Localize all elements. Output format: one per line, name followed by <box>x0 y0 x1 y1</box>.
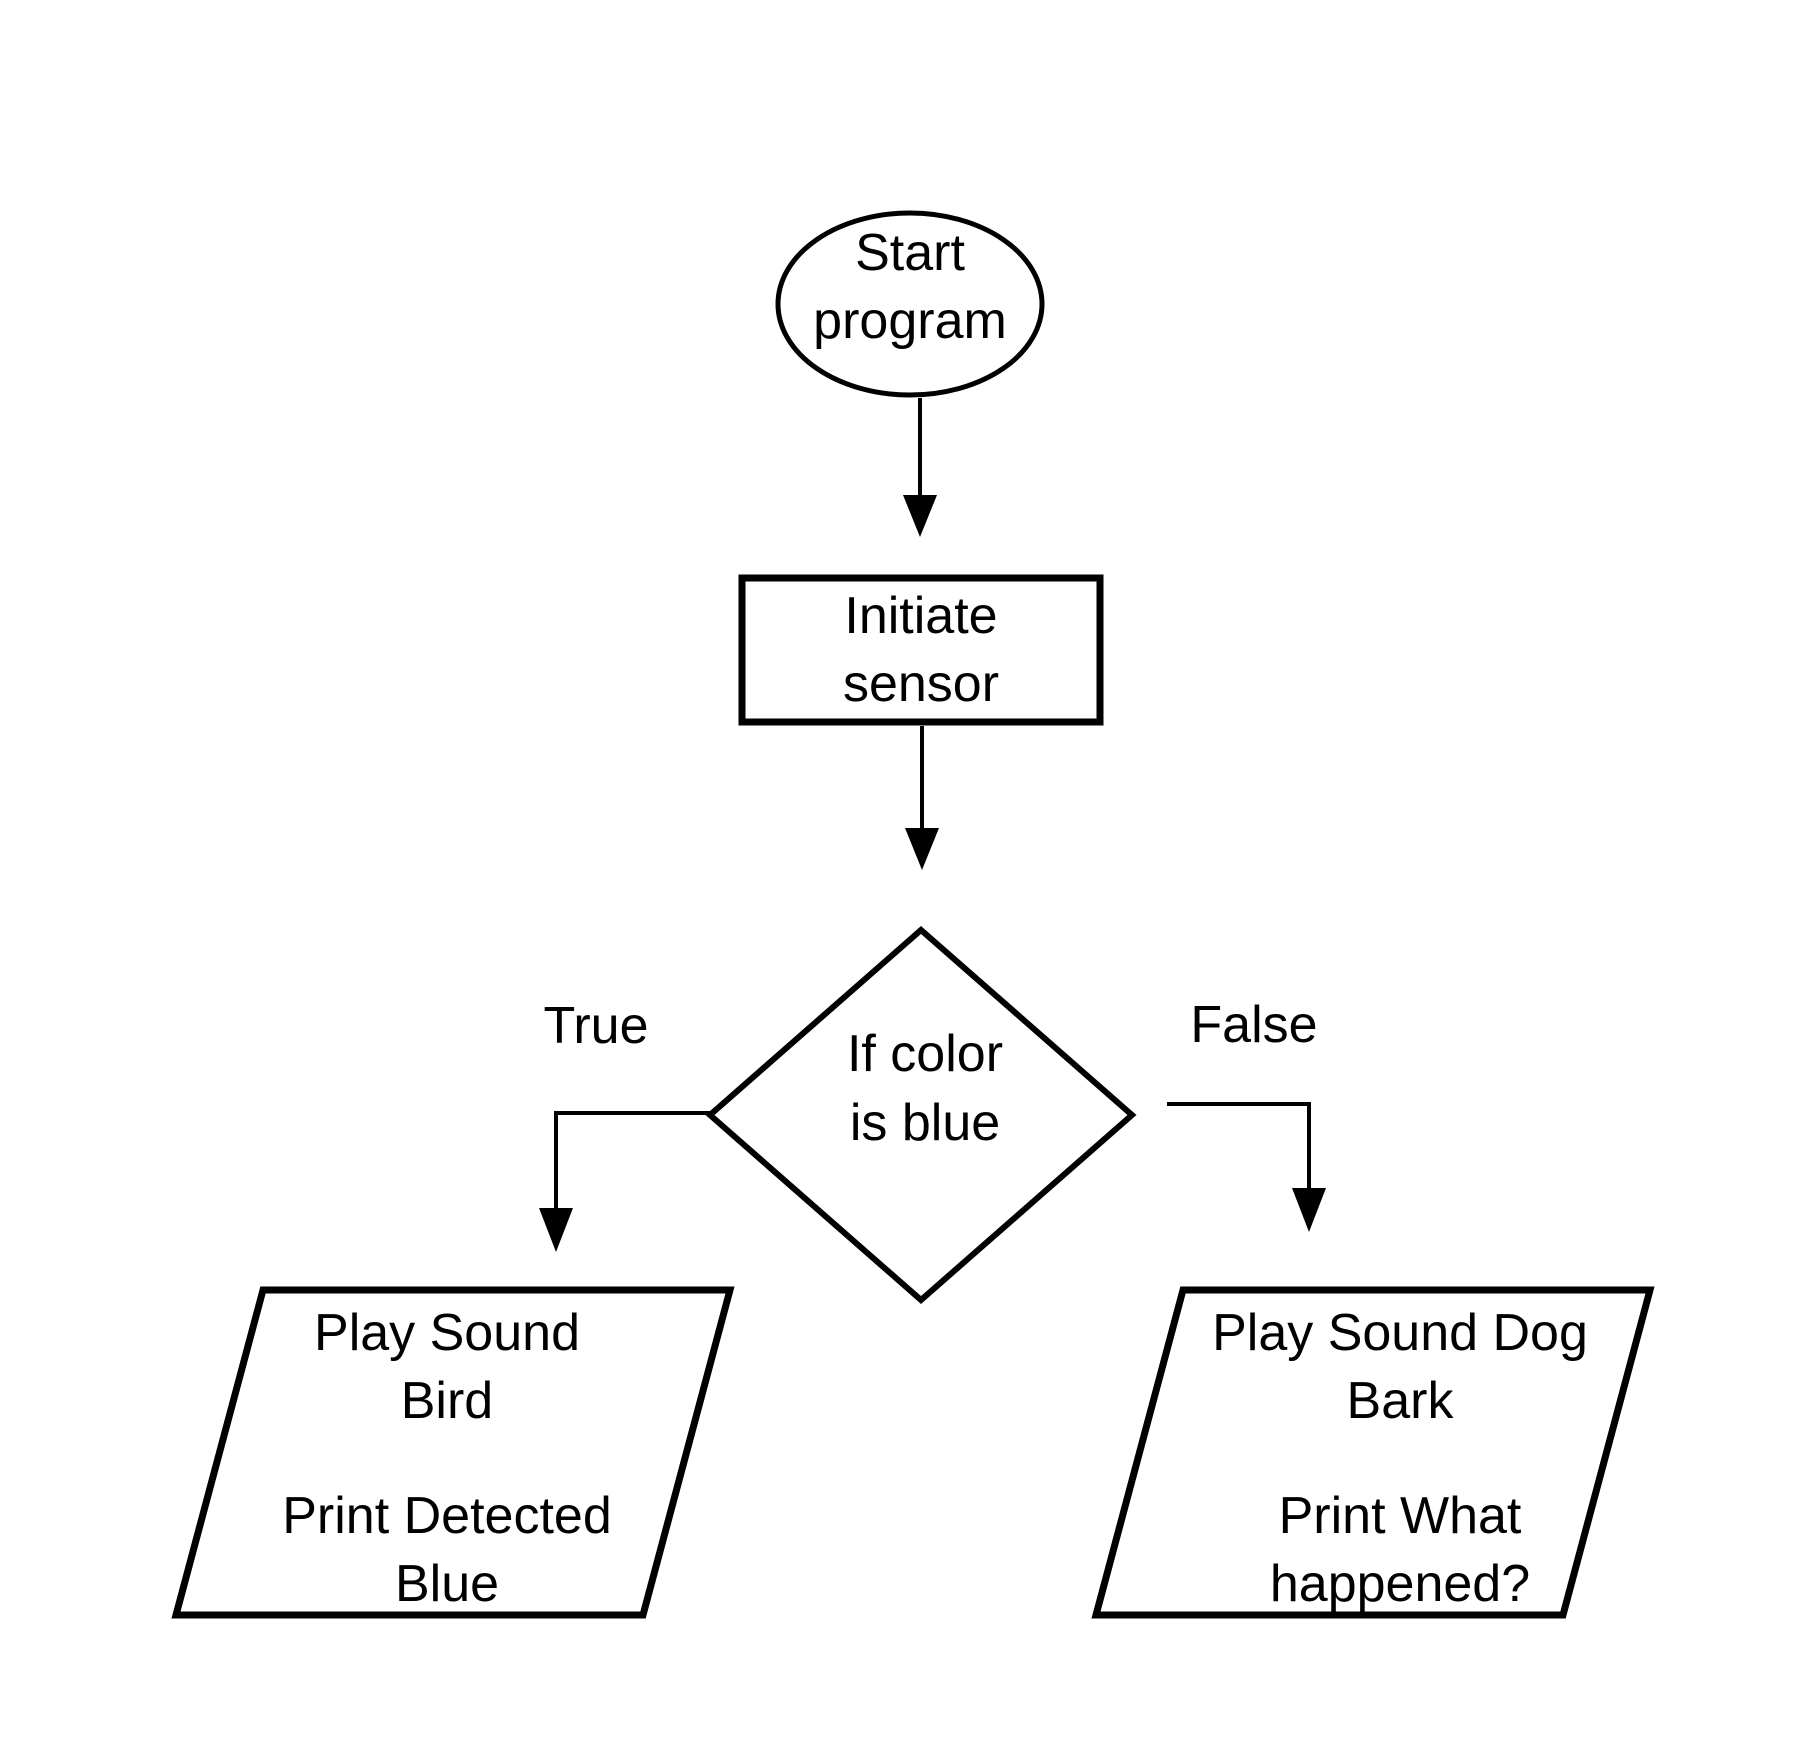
decision-diamond-shape <box>705 926 1137 1304</box>
arrowhead-down-icon <box>905 828 939 870</box>
initiate-label-line-1: Initiate <box>844 587 997 645</box>
false-output-label-line-2: Bark <box>1347 1372 1455 1430</box>
arrowhead-down-icon <box>1292 1188 1326 1232</box>
true-branch-edge <box>539 1111 710 1252</box>
arrowhead-down-icon <box>903 495 937 537</box>
false-branch-edge <box>1167 1102 1326 1232</box>
true-branch-label: True <box>544 997 649 1055</box>
true-output-node: Play Sound Bird Print Detected Blue <box>171 1286 735 1619</box>
false-branch-label: False <box>1190 996 1317 1054</box>
true-output-label-line-4: Blue <box>395 1555 499 1613</box>
edge-initiate-to-decision <box>905 726 939 870</box>
true-output-parallelogram-shape <box>171 1286 735 1619</box>
false-output-parallelogram-shape <box>1091 1286 1655 1619</box>
true-output-label-line-3: Print Detected <box>282 1487 612 1545</box>
initiate-node: Initiate sensor <box>738 574 1104 726</box>
false-output-node: Play Sound Dog Bark Print What happened? <box>1091 1286 1655 1619</box>
false-output-label-line-3: Print What <box>1279 1487 1522 1545</box>
true-output-label-line-2: Bird <box>401 1372 493 1430</box>
initiate-label-line-2: sensor <box>843 655 999 713</box>
decision-label-line-2: is blue <box>850 1094 1000 1152</box>
start-terminator-shape <box>775 210 1045 398</box>
decision-node: If color is blue <box>705 926 1137 1304</box>
false-branch-polyline <box>1167 1102 1311 1192</box>
decision-label-line-1: If color <box>847 1025 1003 1083</box>
start-label-line-2: program <box>813 292 1007 350</box>
true-branch-polyline <box>554 1111 710 1212</box>
false-output-label-line-4: happened? <box>1270 1555 1530 1613</box>
edge-start-to-initiate <box>903 398 937 537</box>
initiate-process-shape <box>738 574 1104 726</box>
arrowhead-down-icon <box>539 1208 573 1252</box>
true-output-label-line-1: Play Sound <box>314 1304 580 1362</box>
false-output-label-line-1: Play Sound Dog <box>1212 1304 1588 1362</box>
start-label-line-1: Start <box>855 224 965 282</box>
start-node: Start program <box>775 210 1045 398</box>
